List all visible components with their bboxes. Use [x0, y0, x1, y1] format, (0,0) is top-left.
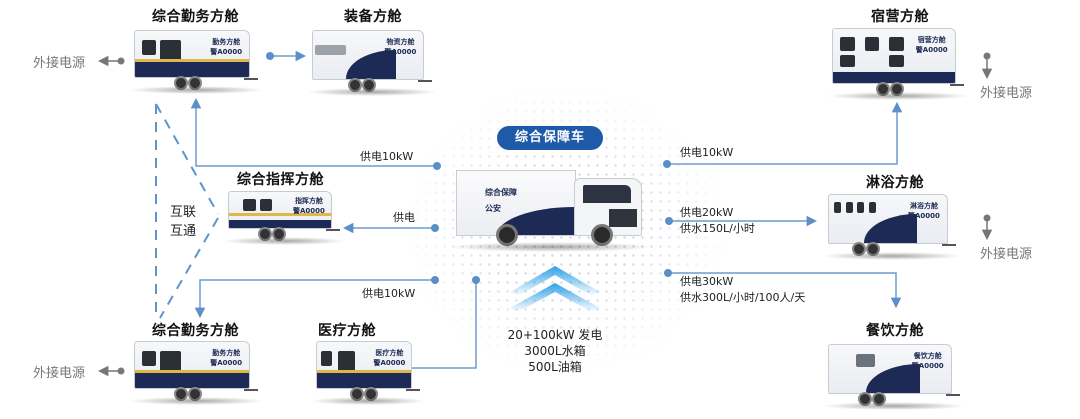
- external-power-label: 外接电源: [33, 366, 86, 381]
- support-truck: 综合保障公安: [448, 166, 654, 252]
- dormitory-cabin: 宿营方舱警A0000: [826, 28, 970, 100]
- link-label-bottom-left: 供电10kW: [362, 287, 416, 300]
- module-title-equipment: 装备方舱: [344, 9, 402, 25]
- dining-cabin: 餐饮方舱警A0000: [822, 344, 966, 410]
- link-label-top-right: 供电10kW: [680, 146, 734, 159]
- interconnect-label: 互联互通: [170, 205, 197, 239]
- module-title-shower: 淋浴方舱: [866, 175, 924, 191]
- shower-cabin: 淋浴方舱警A0000: [822, 194, 962, 260]
- external-power-label: 外接电源: [980, 86, 1033, 101]
- center-vehicle-title: 综合保障车: [497, 126, 603, 150]
- truck-specs: 20+100kW 发电 3000L水箱 500L油箱: [507, 328, 603, 374]
- module-title-duty-top: 综合勤务方舱: [152, 9, 239, 25]
- external-power-label: 外接电源: [980, 247, 1033, 262]
- module-title-dining: 餐饮方舱: [866, 323, 924, 339]
- equipment-cabin: 物资方舱警A0000: [306, 30, 438, 96]
- duty-cabin-bottom: 勤务方舱警A0000: [128, 341, 264, 405]
- external-power-label: 外接电源: [33, 56, 86, 71]
- command-cabin: 指挥方舱警A0000: [222, 191, 346, 245]
- module-title-dormitory: 宿营方舱: [871, 9, 929, 25]
- duty-cabin-top: 勤务方舱警A0000: [128, 30, 264, 94]
- module-title-command: 综合指挥方舱: [237, 172, 324, 188]
- link-label-command: 供电: [393, 211, 415, 224]
- module-title-medical: 医疗方舱: [318, 323, 376, 339]
- chevron-up-icon: [510, 266, 600, 312]
- medical-cabin: 医疗方舱警A0000: [310, 341, 426, 405]
- module-title-duty-bottom: 综合勤务方舱: [152, 323, 239, 339]
- link-label-top-left: 供电10kW: [360, 150, 414, 163]
